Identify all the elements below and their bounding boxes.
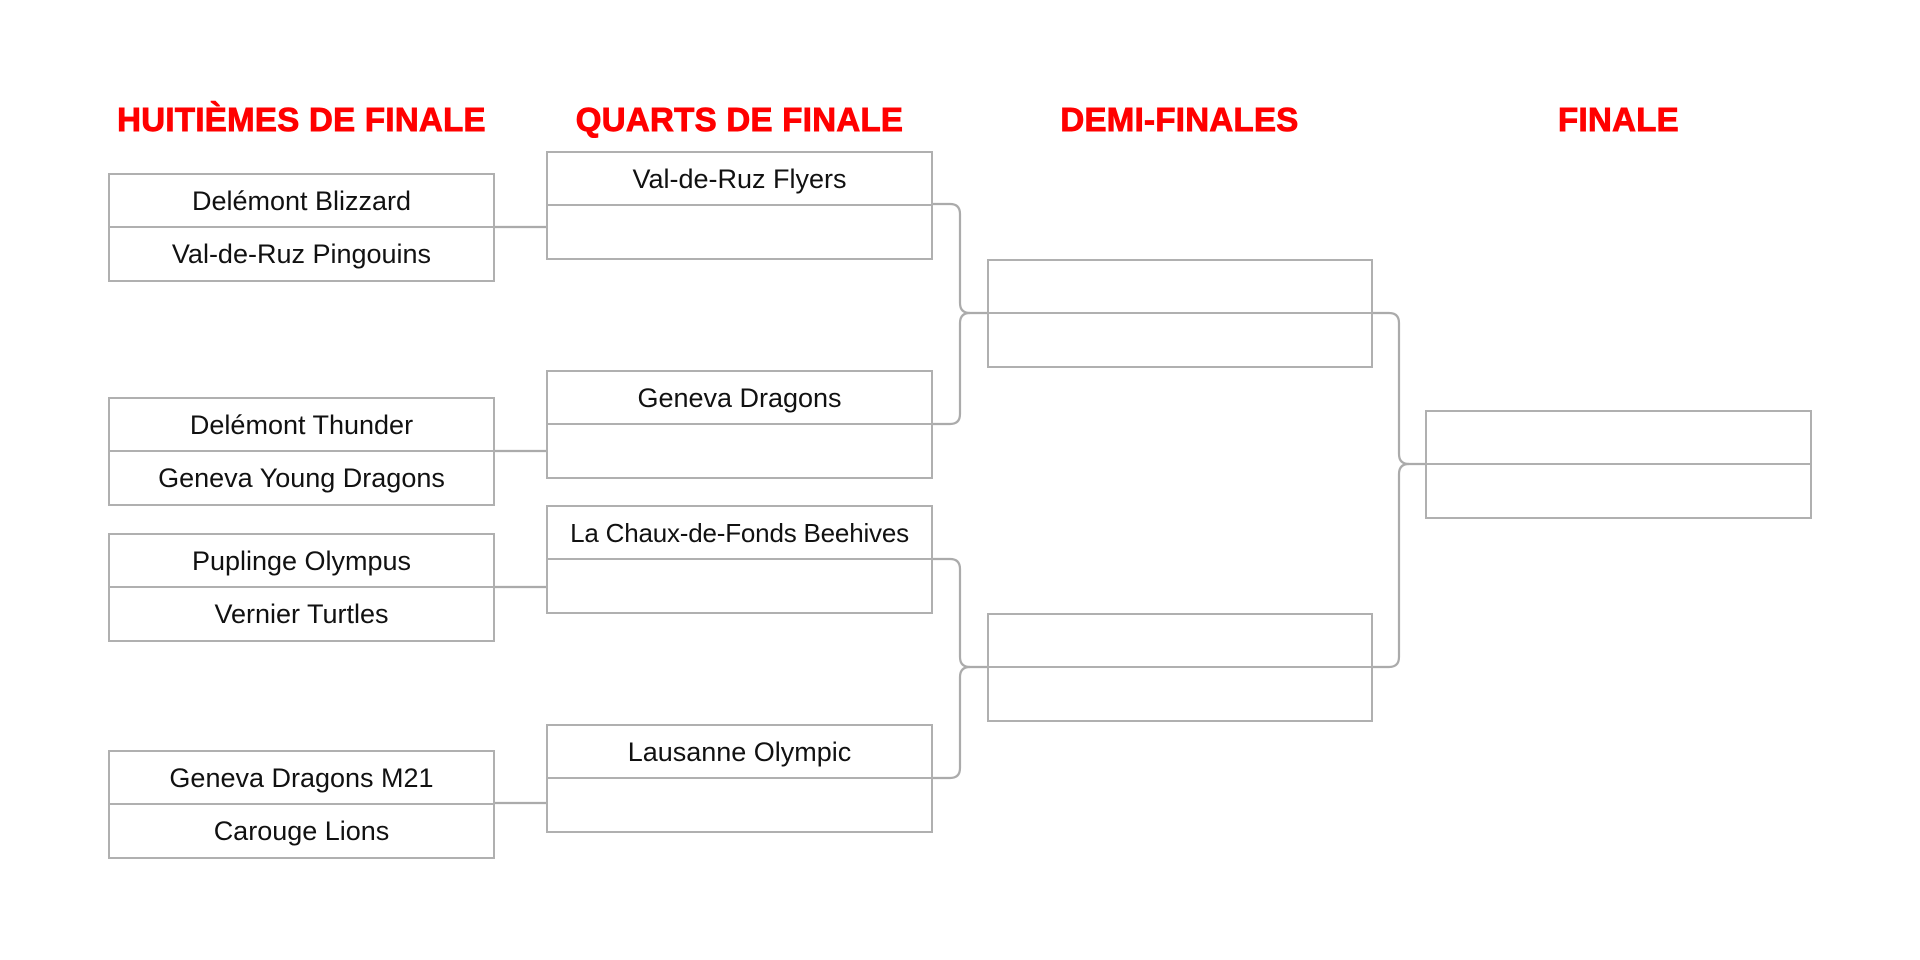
team-slot-empty[interactable] [989,615,1371,668]
team-slot-empty[interactable] [989,668,1371,721]
connector-qf-4 [933,665,971,780]
team-slot-empty[interactable] [1427,465,1810,518]
team-slot-empty[interactable] [548,560,931,613]
team-slot[interactable]: Carouge Lions [213,816,390,846]
team-slot[interactable]: Puplinge Olympus [110,535,493,588]
round-header-finale: FINALE [1558,101,1680,139]
match-sf-1 [987,259,1373,368]
match-qf-1: Val-de-Ruz Flyers [546,151,933,260]
match-r16-3: Puplinge Olympus Vernier Turtles [108,533,495,642]
connector-sf-1 [1372,311,1425,466]
round-header-demi: DEMI-FINALES [1060,101,1299,139]
team-slot[interactable]: Geneva Dragons M21 [110,752,493,805]
match-final [1425,410,1812,519]
team-slot[interactable]: Val-de-Ruz Pingouins [171,239,432,269]
team-slot-empty[interactable] [989,261,1371,314]
match-sf-2 [987,613,1373,722]
team-slot-empty[interactable] [989,314,1371,367]
team-slot-empty[interactable] [548,206,931,259]
round-header-quarts: QUARTS DE FINALE [575,101,904,139]
team-slot[interactable]: Delémont Thunder [110,399,493,452]
team-slot[interactable]: Geneva Young Dragons [158,463,445,493]
match-r16-4: Geneva Dragons M21 Carouge Lions [108,750,495,859]
connector-sf-2 [1372,462,1410,669]
team-slot-empty[interactable] [548,425,931,478]
team-slot[interactable]: Delémont Blizzard [110,175,493,228]
team-slot[interactable]: Lausanne Olympic [548,726,931,779]
team-slot[interactable]: Val-de-Ruz Flyers [548,153,931,206]
round-header-huitiemes: HUITIÈMES DE FINALE [117,101,486,139]
team-slot-empty[interactable] [548,779,931,832]
match-r16-2: Delémont Thunder Geneva Young Dragons [108,397,495,506]
team-slot[interactable]: Geneva Dragons [548,372,931,425]
match-qf-4: Lausanne Olympic [546,724,933,833]
connector-qf-2 [933,311,971,426]
team-slot[interactable]: Vernier Turtles [214,599,389,629]
team-slot-empty[interactable] [1427,412,1810,465]
match-r16-1: Delémont Blizzard Val-de-Ruz Pingouins [108,173,495,282]
match-qf-3: La Chaux-de-Fonds Beehives [546,505,933,614]
team-slot[interactable]: La Chaux-de-Fonds Beehives [548,507,931,560]
connector-qf-3 [933,557,987,669]
match-qf-2: Geneva Dragons [546,370,933,479]
connector-qf-1 [933,202,987,315]
